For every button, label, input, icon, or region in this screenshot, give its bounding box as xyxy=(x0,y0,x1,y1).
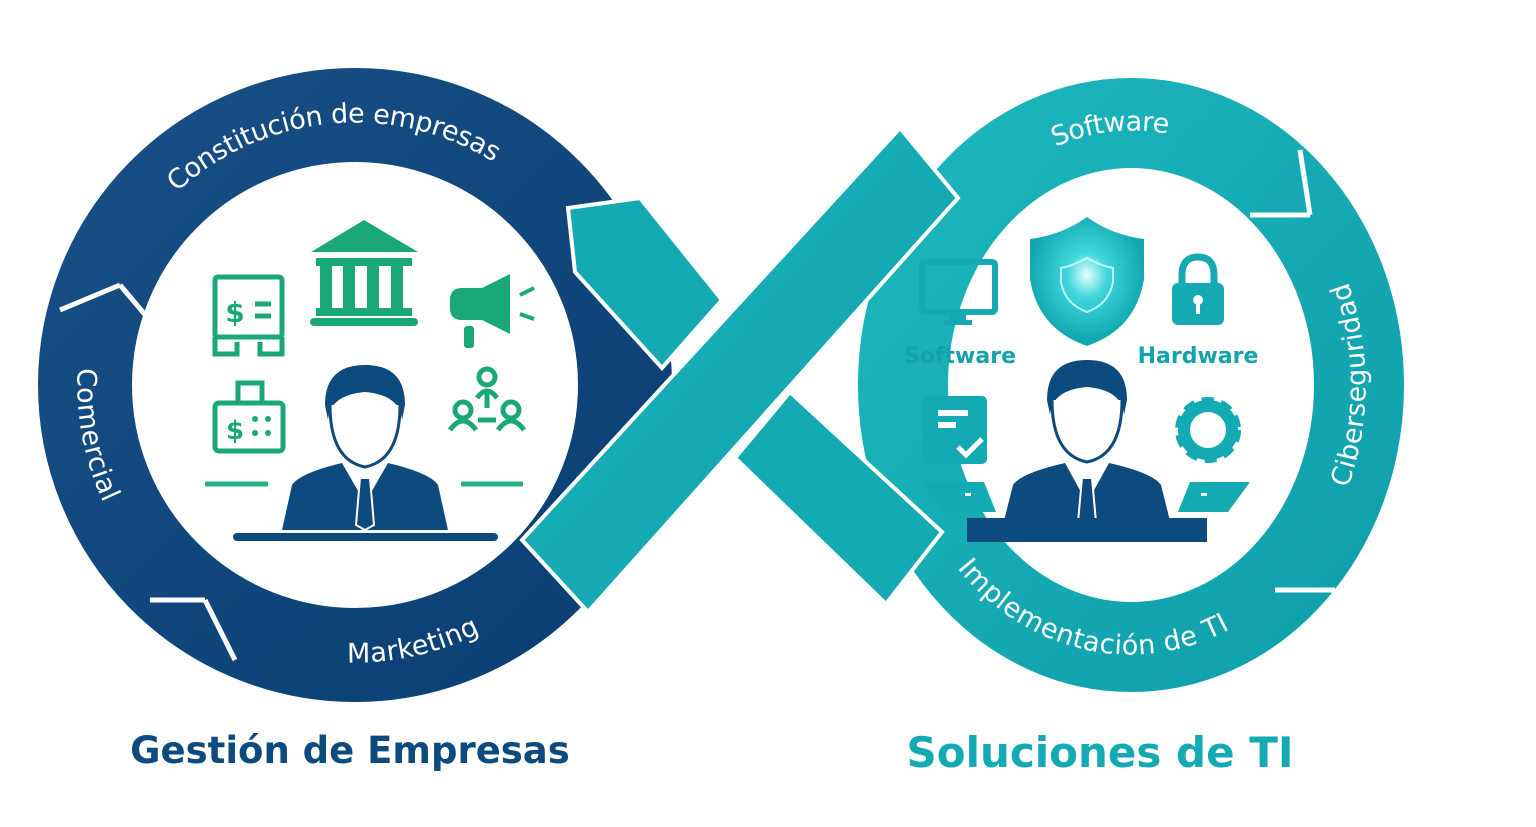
gear-icon xyxy=(1175,397,1241,463)
bank-icon xyxy=(310,220,418,326)
laptop-icon xyxy=(1178,482,1250,512)
monitor-icon xyxy=(919,259,998,325)
invoice-icon: $ xyxy=(212,274,285,357)
lock-icon xyxy=(1172,253,1224,325)
inner-label-software: Software xyxy=(904,344,1016,369)
left-ring xyxy=(38,68,672,702)
cash-register-icon: $ xyxy=(212,380,286,454)
shield-icon xyxy=(1030,217,1144,346)
inner-label-hardware: Hardware xyxy=(1138,344,1259,369)
document-check-icon xyxy=(923,396,987,464)
svg-text:$: $ xyxy=(225,296,244,329)
businessman-icon xyxy=(233,365,498,541)
team-icon xyxy=(447,366,527,432)
svg-text:$: $ xyxy=(226,416,244,446)
left-title: Gestión de Empresas xyxy=(130,729,570,772)
laptop-icon xyxy=(922,482,996,512)
megaphone-icon xyxy=(450,274,535,348)
businessman-icon xyxy=(967,360,1207,542)
infinity-crossing xyxy=(519,124,961,615)
right-title: Soluciones de TI xyxy=(906,728,1293,777)
